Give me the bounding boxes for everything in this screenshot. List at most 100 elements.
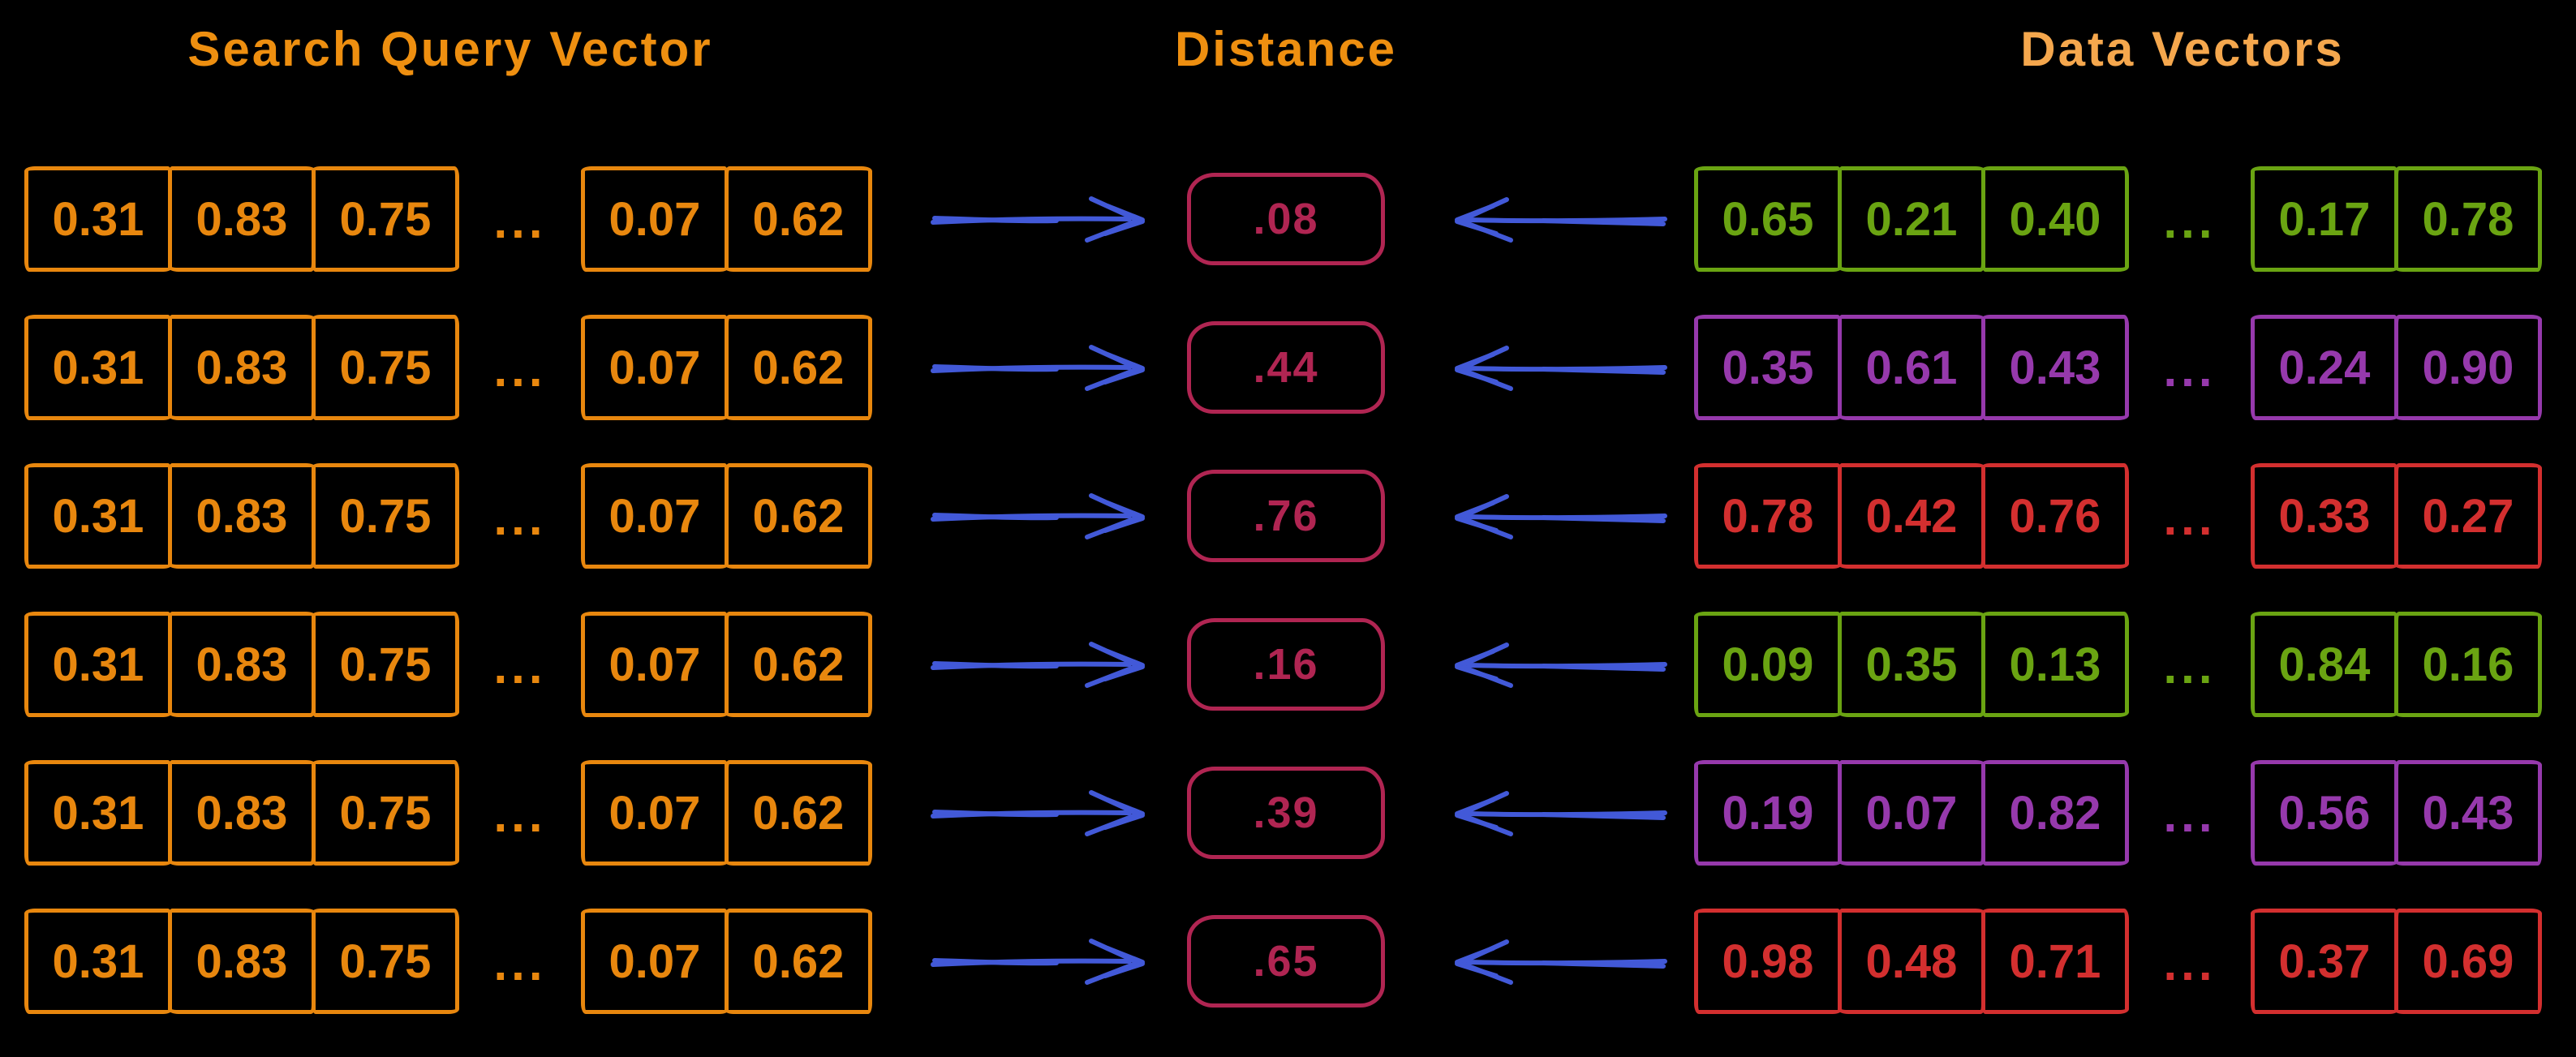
comparison-row: 0.31 0.83 0.75 ... 0.07 0.62 .44 bbox=[0, 315, 2576, 420]
vector-cell: 0.62 bbox=[725, 760, 872, 866]
vector-cell: 0.78 bbox=[1694, 463, 1842, 569]
distance-value: .16 bbox=[1253, 640, 1319, 689]
vector-cell: 0.75 bbox=[312, 612, 459, 717]
vector-cell: 0.31 bbox=[24, 612, 172, 717]
arrow-left-icon bbox=[1430, 490, 1673, 542]
ellipsis: ... bbox=[2163, 342, 2217, 397]
query-vector: 0.31 0.83 0.75 ... 0.07 0.62 bbox=[24, 166, 872, 272]
vector-cell: 0.16 bbox=[2394, 612, 2542, 717]
distance-value: .08 bbox=[1253, 195, 1319, 243]
data-vector: 0.65 0.21 0.40 ... 0.17 0.78 bbox=[1694, 166, 2542, 272]
ellipsis: ... bbox=[493, 194, 547, 248]
vector-cell: 0.75 bbox=[312, 909, 459, 1014]
comparison-row: 0.31 0.83 0.75 ... 0.07 0.62 .16 bbox=[0, 612, 2576, 717]
comparison-row: 0.31 0.83 0.75 ... 0.07 0.62 .65 bbox=[0, 909, 2576, 1014]
ellipsis: ... bbox=[2163, 639, 2217, 694]
distance-value: .76 bbox=[1253, 492, 1319, 540]
vector-cell: 0.07 bbox=[1838, 760, 1985, 866]
vector-cell: 0.75 bbox=[312, 463, 459, 569]
vector-cell: 0.07 bbox=[581, 315, 729, 420]
ellipsis: ... bbox=[493, 639, 547, 694]
distance-box: .44 bbox=[1187, 321, 1385, 414]
ellipsis: ... bbox=[493, 342, 547, 397]
query-vector: 0.31 0.83 0.75 ... 0.07 0.62 bbox=[24, 463, 872, 569]
vector-cell: 0.35 bbox=[1838, 612, 1985, 717]
distance-column-title: Distance bbox=[1174, 22, 1398, 76]
vector-cell: 0.61 bbox=[1838, 315, 1985, 420]
distance-box: .16 bbox=[1187, 618, 1385, 711]
query-vector: 0.31 0.83 0.75 ... 0.07 0.62 bbox=[24, 612, 872, 717]
vector-cell: 0.83 bbox=[168, 612, 316, 717]
vector-cell: 0.07 bbox=[581, 463, 729, 569]
vector-cell: 0.27 bbox=[2394, 463, 2542, 569]
data-vector: 0.35 0.61 0.43 ... 0.24 0.90 bbox=[1694, 315, 2542, 420]
vector-cell: 0.24 bbox=[2251, 315, 2398, 420]
vector-cell: 0.48 bbox=[1838, 909, 1985, 1014]
arrow-right-icon bbox=[925, 787, 1168, 839]
vector-cell: 0.82 bbox=[1981, 760, 2129, 866]
comparison-row: 0.31 0.83 0.75 ... 0.07 0.62 .08 bbox=[0, 166, 2576, 272]
distance-value: .65 bbox=[1253, 937, 1319, 986]
diagram-canvas: { "titles": { "query": "Search Query Vec… bbox=[24, 22, 2542, 1014]
vector-cell: 0.83 bbox=[168, 315, 316, 420]
vector-cell: 0.31 bbox=[24, 760, 172, 866]
distance-value: .44 bbox=[1253, 343, 1319, 392]
vector-cell: 0.40 bbox=[1981, 166, 2129, 272]
vector-cell: 0.31 bbox=[24, 166, 172, 272]
data-vector: 0.09 0.35 0.13 ... 0.84 0.16 bbox=[1694, 612, 2542, 717]
distance-value: .39 bbox=[1253, 788, 1319, 837]
vector-cell: 0.07 bbox=[581, 166, 729, 272]
vector-cell: 0.75 bbox=[312, 315, 459, 420]
vector-cell: 0.13 bbox=[1981, 612, 2129, 717]
vector-cell: 0.07 bbox=[581, 909, 729, 1014]
vector-cell: 0.69 bbox=[2394, 909, 2542, 1014]
vector-cell: 0.31 bbox=[24, 315, 172, 420]
vector-cell: 0.83 bbox=[168, 166, 316, 272]
vector-cell: 0.71 bbox=[1981, 909, 2129, 1014]
vector-cell: 0.75 bbox=[312, 166, 459, 272]
vector-cell: 0.90 bbox=[2394, 315, 2542, 420]
ellipsis: ... bbox=[493, 936, 547, 990]
vector-cell: 0.62 bbox=[725, 166, 872, 272]
arrow-left-icon bbox=[1430, 342, 1673, 393]
rows: 0.31 0.83 0.75 ... 0.07 0.62 .08 bbox=[0, 166, 2576, 1057]
arrow-left-icon bbox=[1430, 193, 1673, 245]
vector-cell: 0.35 bbox=[1694, 315, 1842, 420]
vector-cell: 0.21 bbox=[1838, 166, 1985, 272]
arrow-right-icon bbox=[925, 638, 1168, 690]
arrow-left-icon bbox=[1430, 787, 1673, 839]
vector-cell: 0.83 bbox=[168, 463, 316, 569]
vector-cell: 0.75 bbox=[312, 760, 459, 866]
vector-cell: 0.17 bbox=[2251, 166, 2398, 272]
query-vector: 0.31 0.83 0.75 ... 0.07 0.62 bbox=[24, 315, 872, 420]
comparison-row: 0.31 0.83 0.75 ... 0.07 0.62 .39 bbox=[0, 760, 2576, 866]
comparison-row: 0.31 0.83 0.75 ... 0.07 0.62 .76 bbox=[0, 463, 2576, 569]
query-column-title: Search Query Vector bbox=[187, 22, 713, 76]
vector-cell: 0.31 bbox=[24, 909, 172, 1014]
distance-box: .39 bbox=[1187, 767, 1385, 859]
vector-cell: 0.84 bbox=[2251, 612, 2398, 717]
ellipsis: ... bbox=[493, 491, 547, 545]
vector-cell: 0.56 bbox=[2251, 760, 2398, 866]
vector-cell: 0.65 bbox=[1694, 166, 1842, 272]
distance-box: .76 bbox=[1187, 470, 1385, 562]
ellipsis: ... bbox=[2163, 194, 2217, 248]
vector-cell: 0.42 bbox=[1838, 463, 1985, 569]
arrow-left-icon bbox=[1430, 638, 1673, 690]
vector-cell: 0.62 bbox=[725, 463, 872, 569]
vector-cell: 0.78 bbox=[2394, 166, 2542, 272]
vector-cell: 0.43 bbox=[1981, 315, 2129, 420]
arrow-right-icon bbox=[925, 935, 1168, 987]
vector-cell: 0.62 bbox=[725, 909, 872, 1014]
vector-cell: 0.43 bbox=[2394, 760, 2542, 866]
distance-box: .08 bbox=[1187, 173, 1385, 265]
arrow-right-icon bbox=[925, 490, 1168, 542]
arrow-left-icon bbox=[1430, 935, 1673, 987]
data-vector: 0.19 0.07 0.82 ... 0.56 0.43 bbox=[1694, 760, 2542, 866]
vector-cell: 0.07 bbox=[581, 612, 729, 717]
query-vector: 0.31 0.83 0.75 ... 0.07 0.62 bbox=[24, 909, 872, 1014]
vector-cell: 0.09 bbox=[1694, 612, 1842, 717]
arrow-right-icon bbox=[925, 193, 1168, 245]
ellipsis: ... bbox=[2163, 788, 2217, 842]
vector-cell: 0.62 bbox=[725, 315, 872, 420]
